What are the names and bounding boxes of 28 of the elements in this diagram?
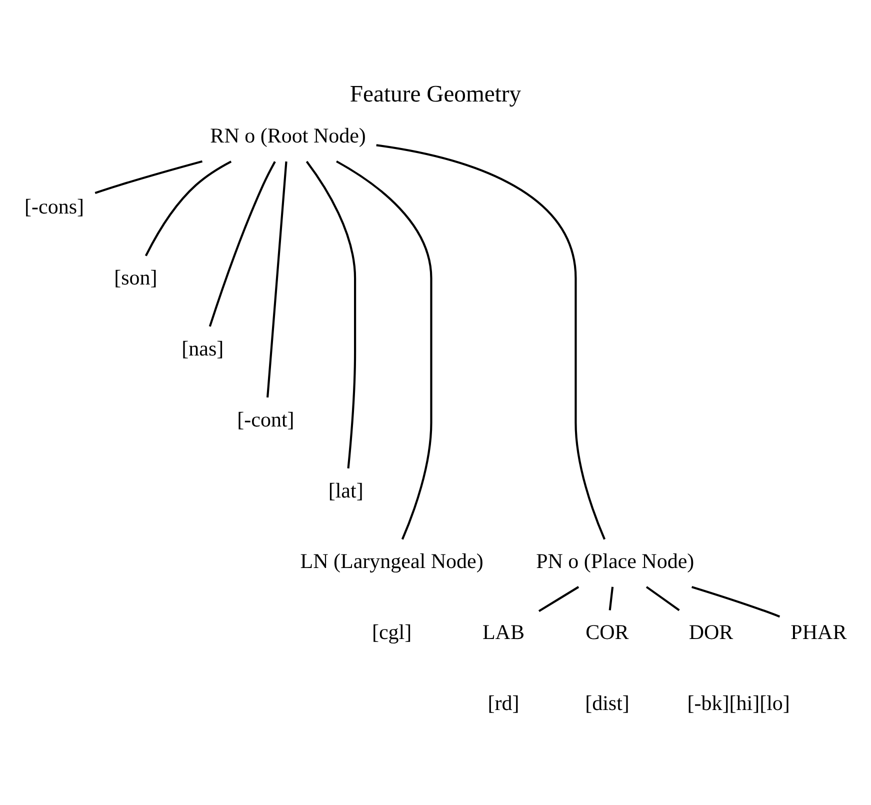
- connector: [376, 144, 606, 540]
- connector: [94, 160, 203, 194]
- node-text: LN (Laryngeal Node): [300, 548, 484, 573]
- node-text: PHAR: [790, 620, 847, 644]
- node-label: [cgl]: [372, 620, 412, 644]
- connector: [208, 160, 276, 326]
- node-text: COR: [586, 620, 629, 644]
- connector: [646, 586, 680, 611]
- connector: [144, 160, 232, 256]
- node-text: LAB: [482, 620, 524, 644]
- node-label: [rd]: [488, 690, 520, 715]
- node-text: [-cons]: [24, 194, 84, 218]
- diagram-title: Feature Geometry: [350, 80, 522, 107]
- node-text: DOR: [688, 620, 734, 644]
- connector: [538, 586, 580, 612]
- connector: [306, 160, 356, 468]
- node-text: [-cont]: [237, 406, 294, 431]
- connector: [336, 160, 432, 540]
- node-text: RN o (Root Node): [210, 123, 366, 148]
- connector: [266, 160, 288, 398]
- node-text: PN o (Place Node): [536, 548, 694, 573]
- node-label: [dist]: [585, 690, 630, 715]
- node-text: [son]: [114, 265, 158, 290]
- connector: [608, 586, 614, 610]
- node-label: [-bk][hi][lo]: [687, 690, 790, 715]
- node-text: [nas]: [182, 336, 224, 360]
- node-text: [lat]: [328, 478, 364, 502]
- connector: [692, 585, 780, 618]
